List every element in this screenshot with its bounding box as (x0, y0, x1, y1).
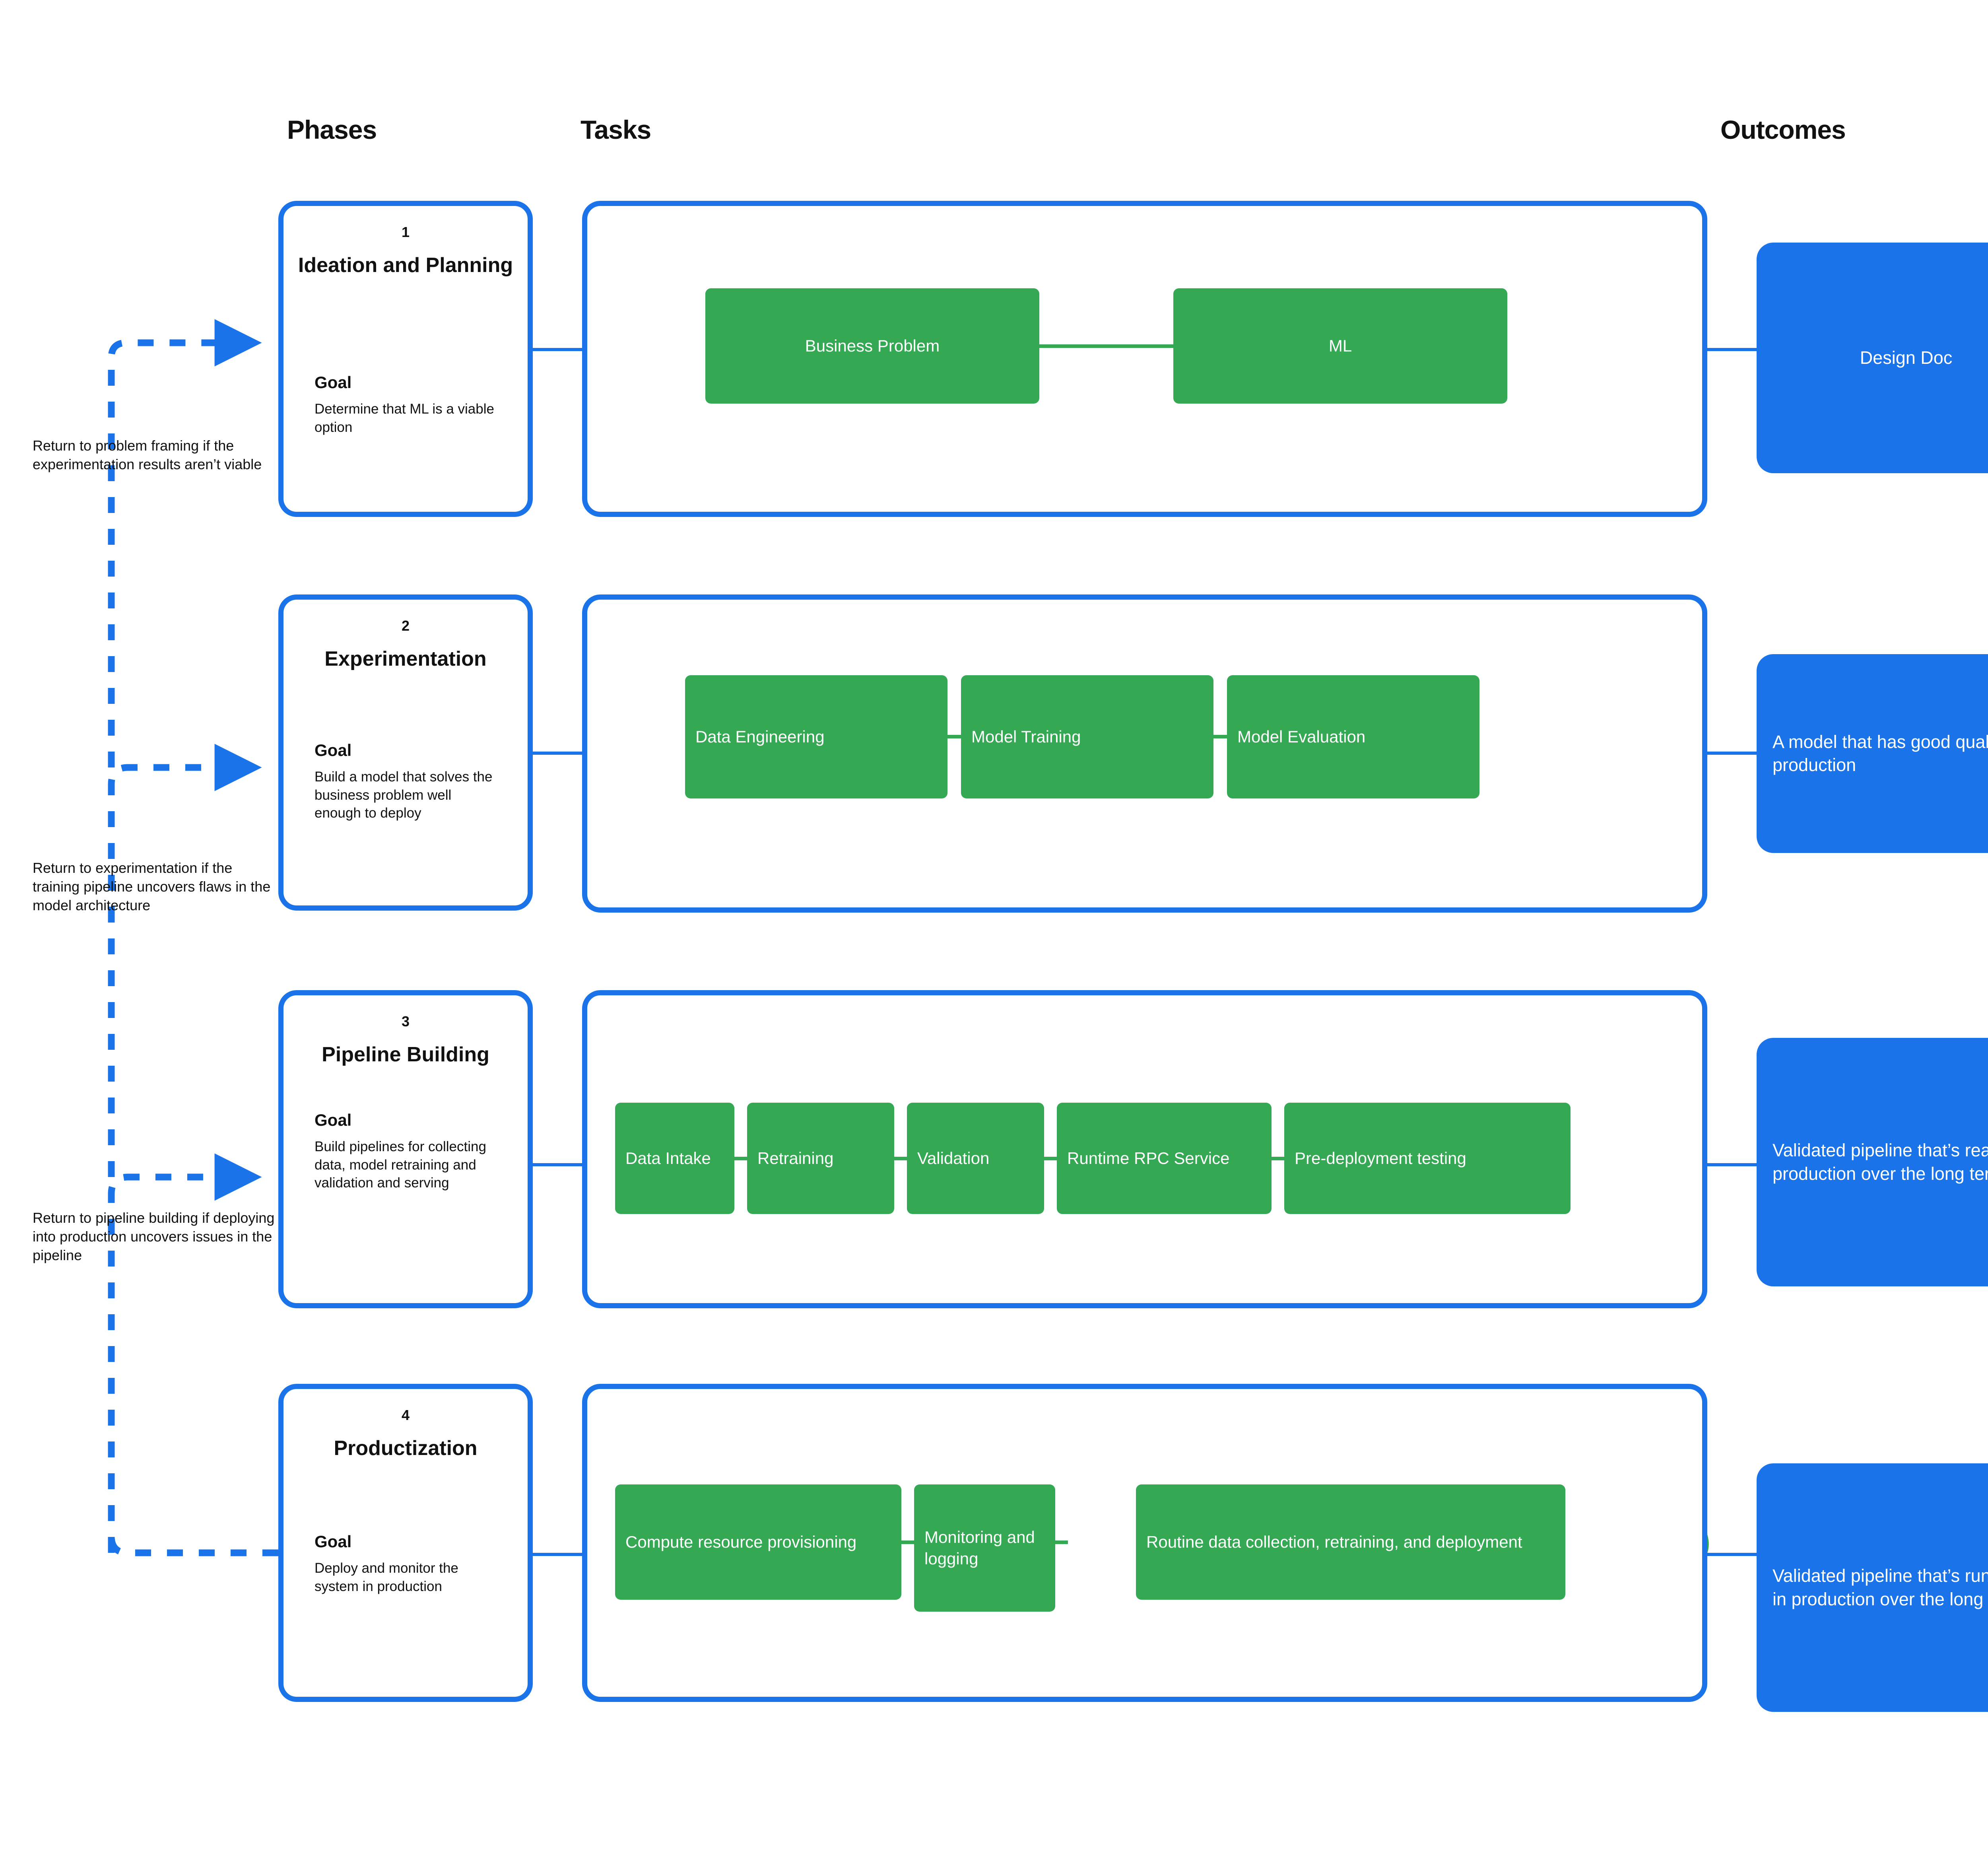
connector-phase4-tasks (533, 1553, 582, 1556)
task-connector (894, 1157, 907, 1160)
goal-text: Build a model that solves the business p… (315, 769, 493, 821)
feedback-label-2: Return to experimentation if the trainin… (33, 860, 271, 913)
task-box[interactable]: Compute resource provisioning (615, 1484, 901, 1600)
tasks-panel-1: Business Problem ML (582, 201, 1707, 517)
connector-tasks2-outcome (1707, 752, 1757, 755)
column-header-tasks: Tasks (580, 115, 651, 144)
phase-number: 2 (401, 618, 410, 634)
task-connector (947, 735, 961, 738)
column-header-phases: Phases (287, 115, 377, 144)
phase-card-4[interactable]: 4 Productization Goal Deploy and monitor… (278, 1384, 533, 1702)
phase-title: Experimentation (324, 647, 487, 670)
task-box[interactable]: Business Problem (705, 288, 1039, 404)
phase-number: 1 (401, 224, 410, 240)
task-box[interactable]: Model Evaluation (1227, 675, 1479, 798)
task-box[interactable]: Data Intake (615, 1103, 734, 1214)
goal-text: Determine that ML is a viable option (315, 401, 494, 435)
feedback-arrow-2 (108, 744, 262, 1177)
outcome-box-4[interactable]: Validated pipeline that’s running in pro… (1757, 1463, 1988, 1712)
outcome-box-1[interactable]: Design Doc (1757, 243, 1988, 473)
task-box[interactable]: Pre-deployment testing (1284, 1103, 1571, 1214)
task-box[interactable]: Validation (907, 1103, 1044, 1214)
task-box[interactable]: ML (1173, 288, 1507, 404)
outcome-box-2[interactable]: A model that has good quality for produc… (1757, 654, 1988, 853)
feedback-label-3: Return to pipeline building if deploying… (33, 1210, 275, 1263)
outcome-box-3[interactable]: Validated pipeline that’s ready for prod… (1757, 1038, 1988, 1286)
goal-label: Goal (315, 1532, 352, 1551)
task-connector (1213, 735, 1227, 738)
phase-title: Productization (334, 1437, 478, 1460)
tasks-panel-4: Compute resource provisioning Monitoring… (582, 1384, 1707, 1702)
goal-text: Deploy and monitor the system in product… (315, 1560, 458, 1594)
goal-label: Goal (315, 1111, 352, 1129)
phase-number: 4 (401, 1407, 410, 1423)
goal-text: Build pipelines for collecting data, mod… (315, 1139, 486, 1191)
task-connector (1055, 1540, 1068, 1544)
phase-card-2[interactable]: 2 Experimentation Goal Build a model tha… (278, 594, 533, 911)
tasks-panel-2: Data Engineering Model Training Model Ev… (582, 594, 1707, 913)
task-box[interactable]: Routine data collection, retraining, and… (1136, 1484, 1565, 1600)
connector-tasks3-outcome (1707, 1163, 1757, 1166)
task-box[interactable]: Runtime RPC Service (1057, 1103, 1272, 1214)
phase-title: Pipeline Building (322, 1043, 489, 1066)
task-connector (1272, 1157, 1284, 1160)
goal-label: Goal (315, 373, 352, 392)
task-box[interactable]: Data Engineering (685, 675, 947, 798)
task-box[interactable]: Model Training (961, 675, 1213, 798)
column-header-outcomes: Outcomes (1720, 115, 1846, 144)
task-connector (1044, 1157, 1057, 1160)
task-connector (1039, 344, 1173, 348)
task-connector (734, 1157, 747, 1160)
phase-number: 3 (401, 1013, 410, 1030)
tasks-panel-3: Data Intake Retraining Validation Runtim… (582, 990, 1707, 1308)
task-box[interactable]: Retraining (747, 1103, 894, 1214)
feedback-arrow-1 (108, 319, 262, 767)
task-box[interactable]: Monitoring and logging (914, 1484, 1055, 1612)
connector-phase2-tasks (533, 752, 582, 755)
task-connector (901, 1540, 914, 1544)
feedback-arrow-4-tail (108, 1536, 278, 1556)
goal-label: Goal (315, 741, 352, 760)
connector-tasks4-outcome (1707, 1553, 1757, 1556)
connector-tasks1-outcome (1707, 348, 1757, 351)
feedback-label-1: Return to problem framing if the experim… (33, 437, 262, 472)
phase-title: Ideation and Planning (298, 254, 513, 277)
connector-phase1-tasks (533, 348, 582, 351)
connector-phase3-tasks (533, 1163, 582, 1166)
phase-card-3[interactable]: 3 Pipeline Building Goal Build pipelines… (278, 990, 533, 1308)
phase-card-1[interactable]: 1 Ideation and Planning Goal Determine t… (278, 201, 533, 517)
